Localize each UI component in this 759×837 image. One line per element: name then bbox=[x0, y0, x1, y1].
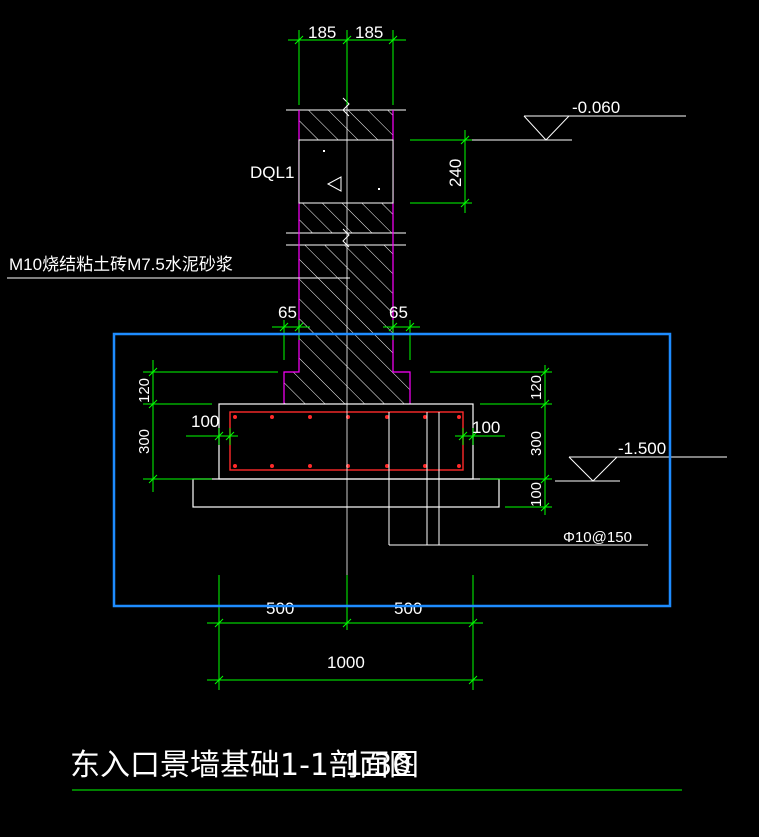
dim-footing-height-left: 300 bbox=[136, 429, 153, 454]
dim-base-half-left: 500 bbox=[266, 599, 294, 618]
dimension-lines bbox=[72, 30, 682, 791]
elevation-marker-bottom bbox=[555, 456, 727, 482]
selection-frame[interactable] bbox=[112, 332, 672, 608]
dim-beam-height: 240 bbox=[446, 159, 465, 187]
elevation-top-label: -0.060 bbox=[572, 98, 620, 117]
dim-footing-height-right: 300 bbox=[528, 431, 545, 456]
dim-wall-half-left: 185 bbox=[308, 23, 336, 42]
rebar-leader bbox=[388, 412, 648, 546]
beam-label: DQL1 bbox=[250, 163, 294, 182]
rebar-cage bbox=[229, 411, 464, 471]
dim-cover-right: 100 bbox=[472, 418, 500, 437]
rebar-note: Φ10@150 bbox=[563, 529, 632, 546]
wall-beam-dql1 bbox=[298, 139, 394, 204]
material-note: M10烧结粘土砖M7.5水泥砂浆 bbox=[9, 255, 233, 274]
dim-step-height-right: 120 bbox=[528, 375, 545, 400]
dim-base-half-right: 500 bbox=[394, 599, 422, 618]
break-marks bbox=[342, 97, 350, 248]
elevation-marker-top bbox=[470, 115, 686, 141]
drawing-scale: 1:30 bbox=[344, 748, 411, 783]
dim-wall-half-right: 185 bbox=[355, 23, 383, 42]
dim-base-total: 1000 bbox=[327, 653, 365, 672]
dim-step-right: 65 bbox=[389, 303, 408, 322]
elevation-bottom-label: -1.500 bbox=[618, 439, 666, 458]
dim-cover-left: 100 bbox=[191, 412, 219, 431]
concrete-footing bbox=[192, 403, 500, 508]
dim-step-left: 65 bbox=[278, 303, 297, 322]
drawing-title: 东入口景墙基础1-1剖面图 bbox=[70, 748, 419, 783]
wall-edge-lines bbox=[283, 110, 411, 404]
dim-step-height-left: 120 bbox=[136, 378, 153, 403]
dim-cushion-height: 100 bbox=[528, 482, 545, 507]
